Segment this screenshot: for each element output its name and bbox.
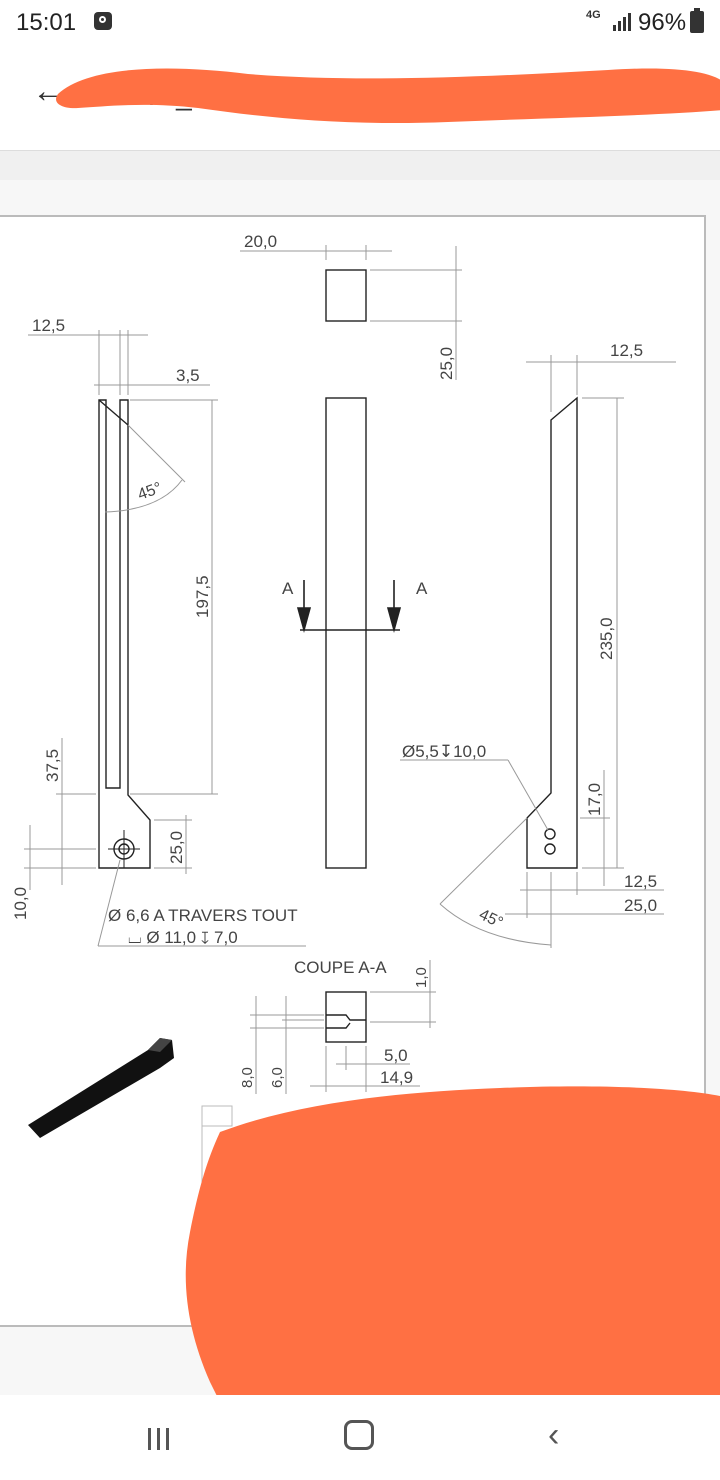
- nav-back-icon[interactable]: ‹: [548, 1416, 560, 1454]
- dim-5: 5,0: [384, 1046, 408, 1065]
- recent-apps-icon[interactable]: [146, 1428, 172, 1450]
- section-label-a2: A: [416, 579, 428, 598]
- redaction-mark-bottom: [185, 1086, 720, 1480]
- dim-20: 20,0: [244, 232, 277, 251]
- dim-3-5: 3,5: [176, 366, 200, 385]
- redaction-mark-top: [56, 68, 720, 124]
- toolbar-band: [0, 150, 720, 181]
- home-icon[interactable]: [344, 1420, 374, 1450]
- dim-17: 17,0: [585, 783, 604, 816]
- hole-note-2: ⌴ Ø 11,0 ↧ 7,0: [128, 928, 238, 947]
- alarm-icon: [94, 12, 112, 30]
- section-label-a1: A: [282, 579, 294, 598]
- battery-percent: 96%: [638, 9, 687, 36]
- dim-235: 235,0: [597, 617, 616, 660]
- hole-note-right: Ø5,5↧10,0: [402, 742, 486, 761]
- dim-25-left: 25,0: [167, 831, 186, 864]
- section-title: COUPE A-A: [294, 958, 387, 977]
- navigation-bar: [0, 1395, 720, 1480]
- dim-14-9: 14,9: [380, 1068, 413, 1087]
- dim-197-5: 197,5: [193, 575, 212, 618]
- dim-45-left: 45°: [136, 480, 165, 504]
- status-time: 15:01: [16, 9, 77, 36]
- dim-1: 1,0: [413, 967, 430, 988]
- dim-25-top: 25,0: [437, 347, 456, 380]
- dim-25-right-bot: 25,0: [624, 896, 657, 915]
- battery-icon: [690, 8, 704, 33]
- dim-6: 6,0: [269, 1067, 286, 1088]
- status-bar: 15:01 4G 96%: [0, 0, 720, 46]
- dim-12-5-right-bot: 12,5: [624, 872, 657, 891]
- dim-10: 10,0: [11, 887, 30, 920]
- dim-12-5-left: 12,5: [32, 316, 65, 335]
- hole-note-1: Ø 6,6 A TRAVERS TOUT: [108, 906, 298, 925]
- signal-icon: [613, 13, 631, 31]
- dim-37-5: 37,5: [43, 749, 62, 782]
- dim-45-right: 45°: [476, 906, 505, 932]
- dim-8: 8,0: [239, 1067, 256, 1088]
- network-type: 4G: [586, 9, 601, 21]
- dim-12-5-right-top: 12,5: [610, 341, 643, 360]
